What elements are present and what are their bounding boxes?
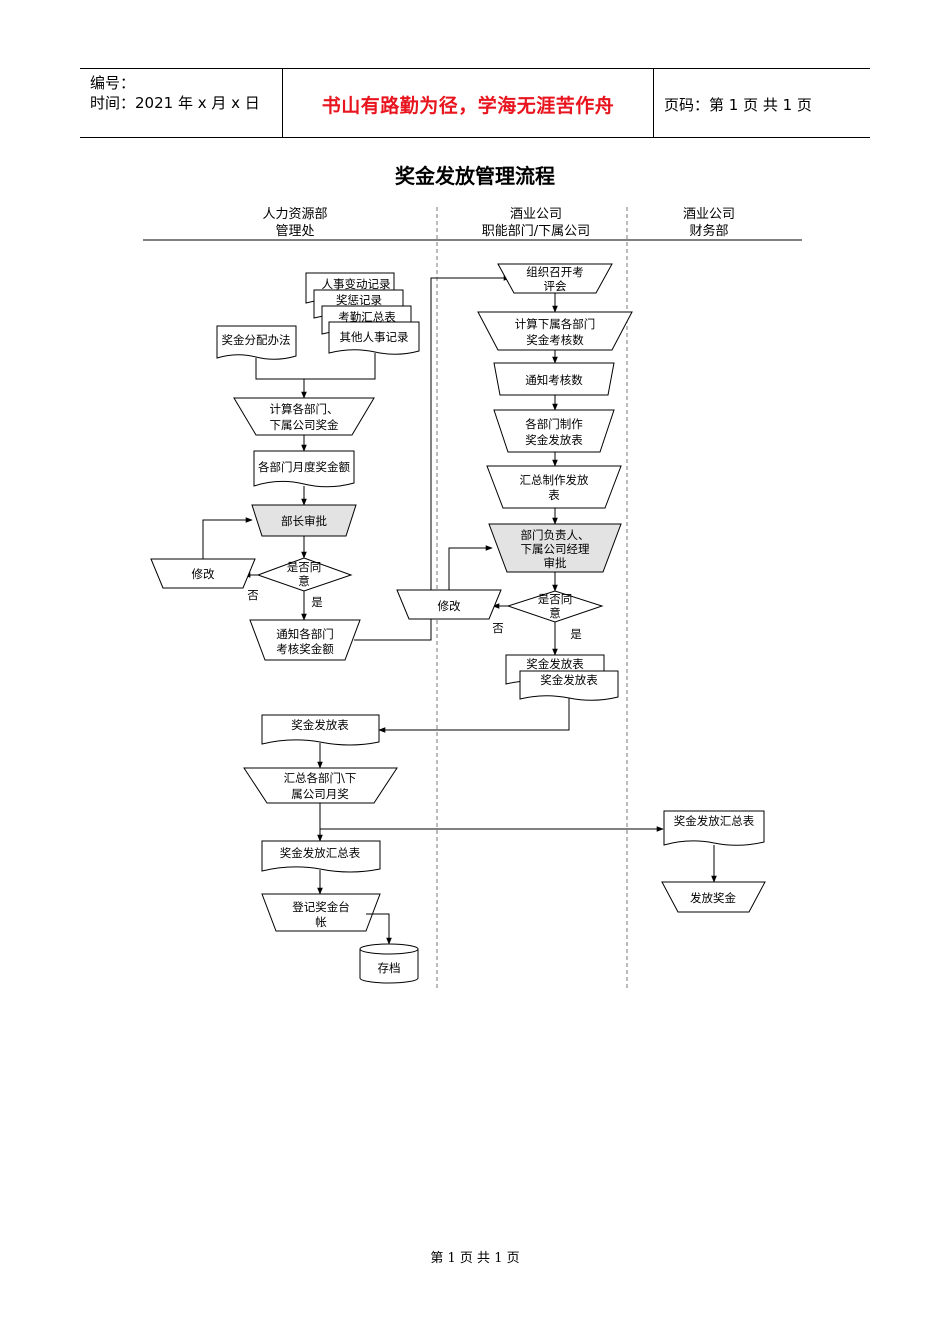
decision-2-shape <box>506 590 604 623</box>
op-calc-bonus-line1: 计算各部门、 <box>270 402 339 416</box>
decision-2-line2: 意 <box>549 606 561 620</box>
op-modify-2-shape <box>396 589 502 620</box>
op-leader-approve-shape <box>488 523 622 573</box>
doc-summary-table-fin: 奖金发放汇总表 <box>674 814 755 828</box>
doc-summary-table-fin-shape <box>663 810 765 846</box>
op-pay-bonus: 发放奖金 <box>690 891 736 905</box>
connector-merge <box>255 353 376 380</box>
op-summary-make-line1: 汇总制作发放 <box>520 473 589 487</box>
op-calc-score-line2: 奖金考核数 <box>526 333 584 347</box>
op-notify-bonus-shape <box>249 619 361 661</box>
op-pay-bonus-shape <box>661 881 766 913</box>
op-dept-make-line1: 各部门制作 <box>525 417 583 431</box>
arrow-modify-2-back <box>448 545 493 590</box>
doc-time-label: 时间：2021 年 x 月 x 日 <box>90 94 260 112</box>
doc-monthly-bonus: 各部门月度奖金额 <box>258 460 350 474</box>
doc-summary-table-hr-shape <box>261 840 381 873</box>
op-dept-make-line2: 奖金发放表 <box>525 433 583 447</box>
op-modify-1: 修改 <box>192 567 215 581</box>
op-calc-bonus-shape <box>233 397 375 436</box>
op-minister-approve-shape <box>251 504 357 537</box>
label-no-2: 否 <box>492 621 504 635</box>
header-page-cell: 页码：第 1 页 共 1 页 <box>654 69 870 137</box>
op-notify-bonus-line1: 通知各部门 <box>276 627 334 641</box>
op-summary-make-shape <box>486 465 622 509</box>
decision-1-line2: 意 <box>298 574 310 588</box>
op-calc-score-line1: 计算下属各部门 <box>515 317 596 331</box>
doc-payout-sheet-b: 奖金发放表 <box>540 673 598 687</box>
doc-personnel-change: 人事变动记录 <box>322 277 391 291</box>
doc-bonus-method-shape <box>216 325 297 360</box>
label-yes-2: 是 <box>570 627 582 641</box>
header-page-info: 页码：第 1 页 共 1 页 <box>664 96 812 114</box>
lane-hr-line2: 管理处 <box>275 224 314 239</box>
personnel-records-stack <box>305 272 420 355</box>
header-motto-cell: 书山有路勤为径，学海无涯苦作舟 <box>283 69 654 137</box>
decision-1-line1: 是否同 <box>287 560 322 574</box>
op-modify-1-shape <box>150 558 256 589</box>
doc-payout-sheet-hr-shape <box>261 714 380 746</box>
decision-1-shape <box>256 557 353 592</box>
doc-reward-punish: 奖惩记录 <box>336 293 382 307</box>
header-motto: 书山有路勤为径，学海无涯苦作舟 <box>321 95 615 117</box>
storage-archive: 存档 <box>378 961 401 975</box>
op-leader-approve-line1: 部门负责人、 <box>521 528 590 542</box>
op-summary-make-line2: 表 <box>548 488 560 502</box>
op-minister-approve: 部长审批 <box>281 514 327 528</box>
op-meeting-line2: 评会 <box>544 279 567 293</box>
label-yes-1: 是 <box>311 595 323 609</box>
doc-bonus-method: 奖金分配办法 <box>222 333 291 347</box>
op-register-line2: 帐 <box>315 915 327 929</box>
decision-2-line1: 是否同 <box>538 592 573 606</box>
op-meeting-line1: 组织召开考 <box>526 265 584 279</box>
op-leader-approve-line2: 下属公司经理 <box>521 542 590 556</box>
op-register-line1: 登记奖金台 <box>292 900 350 914</box>
op-register-shape <box>261 893 381 932</box>
page-title: 奖金发放管理流程 <box>395 164 555 188</box>
op-notify-bonus-line2: 考核奖金额 <box>276 642 334 656</box>
doc-payout-sheet-hr: 奖金发放表 <box>291 718 349 732</box>
doc-summary-table-hr: 奖金发放汇总表 <box>280 846 361 860</box>
doc-monthly-bonus-shape <box>253 450 355 488</box>
op-dept-make-shape <box>493 409 615 453</box>
doc-number-label: 编号： <box>90 74 136 92</box>
page-footer: 第 1 页 共 1 页 <box>430 1251 520 1266</box>
arrow-to-hr-payout-sheet <box>378 698 570 733</box>
lane-hr-line1: 人力资源部 <box>262 207 327 222</box>
op-notify-score: 通知考核数 <box>525 373 583 387</box>
lane-finance-line2: 财务部 <box>689 223 728 239</box>
arrow-modify-1-back <box>202 517 253 559</box>
storage-archive-shape <box>359 943 419 984</box>
op-calc-bonus-line2: 下属公司奖金 <box>270 418 339 432</box>
op-calc-score-shape <box>477 311 633 351</box>
op-leader-approve-line3: 审批 <box>544 556 567 570</box>
op-modify-2: 修改 <box>438 599 461 613</box>
doc-other-records: 其他人事记录 <box>340 330 409 344</box>
lane-finance-line1: 酒业公司 <box>683 207 735 222</box>
doc-payout-sheet-a: 奖金发放表 <box>526 657 584 671</box>
lane-dept-line1: 酒业公司 <box>510 207 562 222</box>
header-left-cell: 编号： 时间：2021 年 x 月 x 日 <box>80 69 283 137</box>
doc-attendance: 考勤汇总表 <box>338 310 396 324</box>
page-header: 编号： 时间：2021 年 x 月 x 日 书山有路勤为径，学海无涯苦作舟 页码… <box>80 68 870 138</box>
op-summary-monthly-line1: 汇总各部门\下 <box>284 771 357 785</box>
lane-dept-line2: 职能部门/下属公司 <box>482 224 590 239</box>
label-no-1: 否 <box>247 588 259 602</box>
arrow-to-archive <box>366 913 392 945</box>
arrow-to-meeting <box>354 275 511 641</box>
op-notify-score-shape <box>493 362 615 396</box>
op-summary-monthly-line2: 属公司月奖 <box>291 787 349 801</box>
op-meeting-shape <box>497 263 613 294</box>
op-summary-monthly-shape <box>243 767 398 804</box>
